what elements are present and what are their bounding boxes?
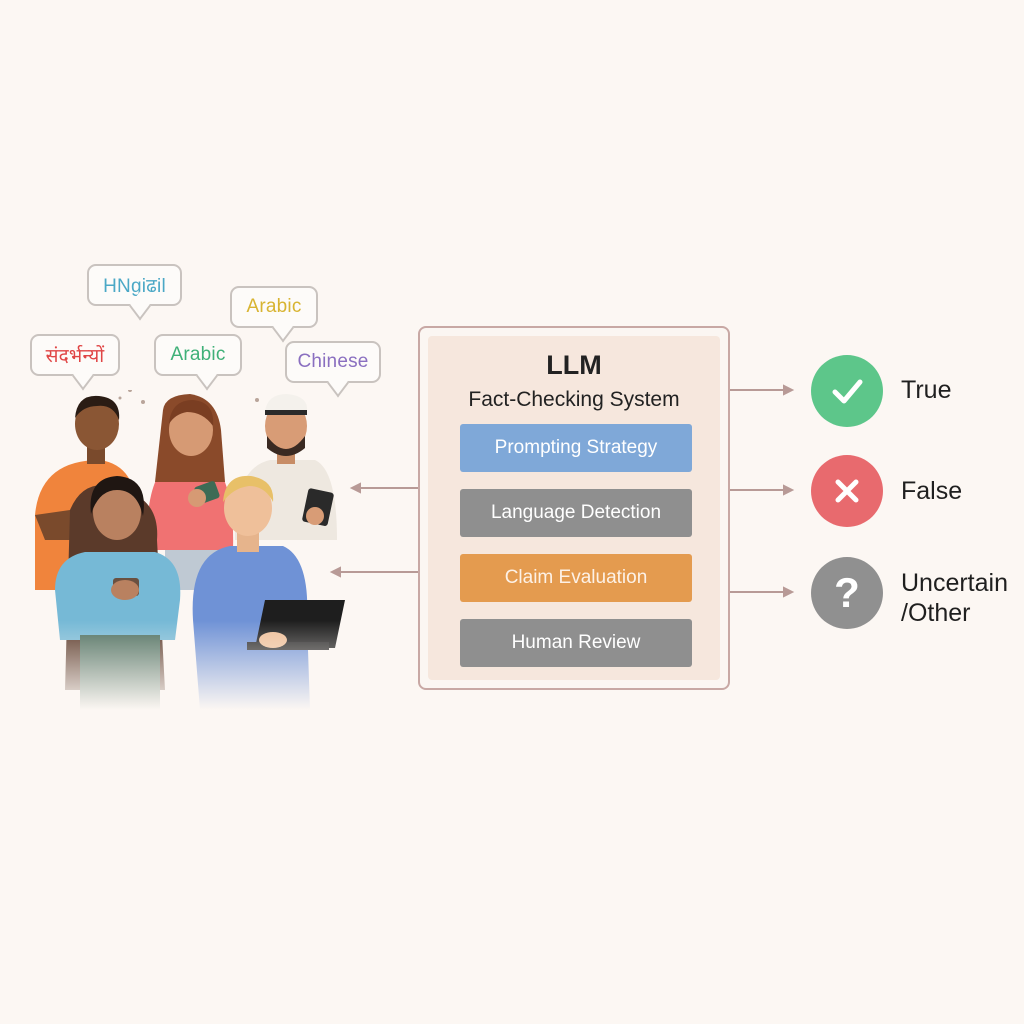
outcome-false-text: False bbox=[901, 477, 963, 505]
speech-bubble-hngidil: HNgiढil bbox=[87, 264, 182, 306]
question-icon: ? bbox=[811, 557, 883, 629]
speech-bubble-text: Chinese bbox=[297, 351, 369, 372]
speech-bubble-text: HNgiढil bbox=[103, 276, 166, 297]
outcome-false-label: False bbox=[901, 476, 962, 506]
module-claim-evaluation: Claim Evaluation bbox=[460, 554, 692, 602]
outcome-true-label: True bbox=[901, 375, 951, 405]
speech-bubble-chinese: Chinese bbox=[285, 341, 381, 383]
module-human-review: Human Review bbox=[460, 619, 692, 667]
speech-bubble-hindi: संदर्भन्यों bbox=[30, 334, 120, 376]
system-subtitle: Fact-Checking System bbox=[468, 388, 680, 411]
speech-bubble-text: Arabic bbox=[246, 296, 302, 317]
speech-bubble-text: Arabic bbox=[170, 344, 226, 365]
llm-system-panel: LLM Fact-Checking System Prompting Strat… bbox=[418, 326, 730, 690]
module-prompting-strategy: Prompting Strategy bbox=[460, 424, 692, 472]
module-language-detection: Language Detection bbox=[460, 489, 692, 537]
check-icon bbox=[811, 355, 883, 427]
llm-system-inner: LLM Fact-Checking System Prompting Strat… bbox=[428, 336, 720, 680]
cross-icon bbox=[811, 455, 883, 527]
speech-bubble-arabic-yellow: Arabic bbox=[230, 286, 318, 328]
speech-bubble-arabic-green: Arabic bbox=[154, 334, 242, 376]
outcome-uncertain-line2: /Other bbox=[901, 599, 971, 627]
diverse-users-illustration bbox=[25, 390, 365, 710]
outcome-uncertain-line1: Uncertain bbox=[901, 569, 1008, 597]
outcome-uncertain-label: Uncertain /Other bbox=[901, 568, 1008, 628]
speech-bubble-text: संदर्भन्यों bbox=[45, 346, 105, 367]
system-title: LLM bbox=[546, 350, 602, 380]
outcome-true-text: True bbox=[901, 376, 952, 404]
